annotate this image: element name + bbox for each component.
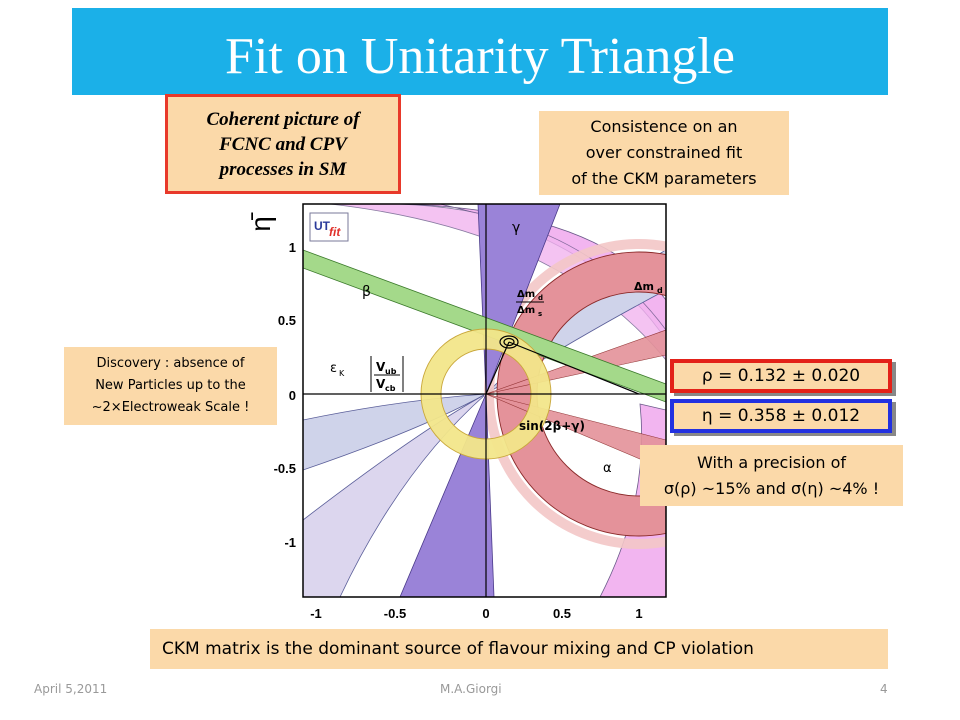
ratio-label-den-sub: s xyxy=(538,310,542,318)
plot-frame xyxy=(302,203,667,598)
eta-result-badge: η = 0.358 ± 0.012 xyxy=(670,399,892,433)
sin2bg-label: sin(2β+γ) xyxy=(519,419,585,433)
ratio-label-num-sub: d xyxy=(538,294,543,302)
coherent-line-2: FCNC and CPV xyxy=(219,133,347,155)
discovery-box: Discovery : absence of New Particles up … xyxy=(64,347,277,425)
discovery-line-2: New Particles up to the xyxy=(95,378,246,393)
ckm-statement-box: CKM matrix is the dominant source of fla… xyxy=(150,629,888,669)
y-tick-label: -0.5 xyxy=(274,461,296,476)
vub-label-num-sub: ub xyxy=(385,367,397,376)
coherent-picture-box: Coherent picture of FCNC and CPV process… xyxy=(165,94,401,194)
gamma-label: γ xyxy=(512,220,520,236)
slide-title: Fit on Unitarity Triangle xyxy=(225,28,735,85)
precision-line-2: σ(ρ) ~15% and σ(η) ~4% ! xyxy=(663,478,880,498)
discovery-line-3: ~2×Electroweak Scale ! xyxy=(91,400,250,415)
vub-label-den-sub: cb xyxy=(385,384,396,393)
epsk-band-lower xyxy=(303,393,487,597)
fit-contour-inner xyxy=(503,337,515,347)
beta-label: β xyxy=(362,284,371,300)
consistence-line-3: of the CKM parameters xyxy=(571,169,757,188)
footer-page-number: 4 xyxy=(880,682,888,696)
y-tick-label: 0.5 xyxy=(278,313,296,328)
rho-result-text: ρ = 0.132 ± 0.020 xyxy=(701,366,861,386)
title-bar: Fit on Unitarity Triangle xyxy=(72,8,888,95)
discovery-line-1: Discovery : absence of xyxy=(96,356,245,371)
precision-line-1: With a precision of xyxy=(697,452,846,472)
ratio-label-num: Δm xyxy=(517,289,535,300)
x-tick-label: 0 xyxy=(482,606,489,621)
beta-band xyxy=(303,249,666,403)
ratio-label-den: Δm xyxy=(517,305,535,316)
vub-label-num: V xyxy=(376,360,386,374)
footer-author: M.A.Giorgi xyxy=(440,682,502,696)
eta-result-text: η = 0.358 ± 0.012 xyxy=(701,406,861,426)
x-tick-label: 0.5 xyxy=(553,606,571,621)
logo-fit-text: fit xyxy=(329,225,341,239)
vub-label-den: V xyxy=(376,377,386,391)
utfit-logo xyxy=(309,212,349,242)
y-axis-label: η̄ xyxy=(245,212,276,232)
fit-contour-outer xyxy=(499,335,519,349)
y-tick-label: -1 xyxy=(284,535,296,550)
epsk-label-sub: K xyxy=(339,369,345,378)
dmd-label: Δm xyxy=(634,280,654,293)
y-tick-label: 1 xyxy=(289,240,296,255)
x-tick-label: -0.5 xyxy=(384,606,406,621)
y-tick-label: 0 xyxy=(289,388,296,403)
consistence-line-1: Consistence on an xyxy=(590,117,738,136)
coherent-line-1: Coherent picture of xyxy=(206,108,360,130)
dmd-label-sub: d xyxy=(657,286,663,295)
x-tick-label: -1 xyxy=(310,606,322,621)
consistence-line-2: over constrained fit xyxy=(585,143,743,162)
epsk-label: ε xyxy=(330,361,337,376)
footer-date: April 5,2011 xyxy=(34,682,108,696)
ckm-statement-text: CKM matrix is the dominant source of fla… xyxy=(162,639,754,659)
precision-box: With a precision of σ(ρ) ~15% and σ(η) ~… xyxy=(640,445,903,506)
x-tick-label: 1 xyxy=(635,606,642,621)
consistence-box: Consistence on an over constrained fit o… xyxy=(539,111,789,195)
logo-ut-text: UT xyxy=(314,219,331,233)
coherent-line-3: processes in SM xyxy=(219,158,347,180)
alpha-label: α xyxy=(603,461,612,476)
rho-result-badge: ρ = 0.132 ± 0.020 xyxy=(670,359,892,393)
